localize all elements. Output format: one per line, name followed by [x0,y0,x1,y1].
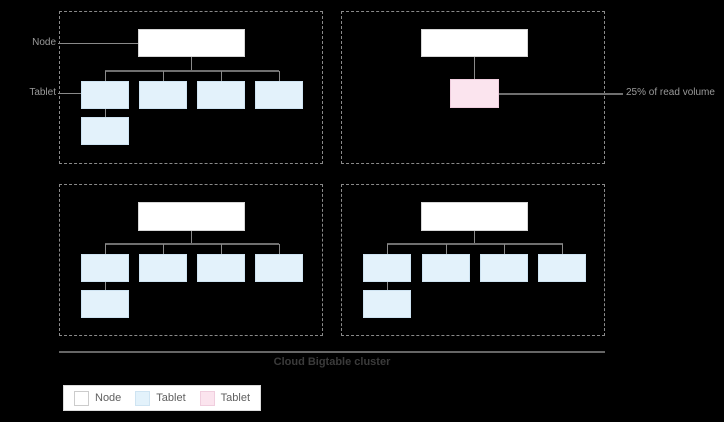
legend-swatch-tablet-icon [135,390,151,406]
connector-bus-bottom-left [105,243,279,245]
tablet-box-top-left-1[interactable] [81,81,129,109]
connector-drop-bottom-right-5 [387,282,388,291]
node-panel-bottom-left [59,184,323,336]
tablet-box-bottom-right-4[interactable] [538,254,586,282]
legend-item-hot-tablet: Tablet [199,390,251,406]
connector-drop-bottom-left-2 [163,244,164,255]
callout-label-node: Node [32,37,56,48]
connector-drop-top-left-5 [105,109,106,118]
callout-label-read-volume: 25% of read volume [626,87,715,98]
legend-label-node: Node [95,391,122,404]
legend-swatch-node-icon [74,390,89,406]
tablet-box-bottom-right-1[interactable] [363,254,411,282]
legend-item-node: Node [74,390,122,406]
connector-drop-bottom-left-3 [221,244,222,255]
connector-node-stem-top-left [191,57,192,71]
node-box-bottom-right[interactable] [421,202,528,231]
connector-drop-bottom-left-4 [279,244,280,255]
node-panel-bottom-right [341,184,605,336]
legend-label-hot-tablet: Tablet [220,391,251,404]
connector-drop-top-left-1 [105,71,106,82]
node-box-top-left[interactable] [138,29,245,57]
tablet-box-bottom-right-2[interactable] [422,254,470,282]
connector-node-stem-bottom-left [191,231,192,244]
legend-item-tablet: Tablet [135,390,186,406]
callout-label-tablet: Tablet [29,87,56,98]
connector-node-stem-top-right [474,57,475,79]
connector-drop-bottom-right-4 [562,244,563,255]
tablet-box-bottom-left-3[interactable] [197,254,245,282]
legend-swatch-hot-tablet-icon [199,390,215,406]
tablet-box-bottom-left-1[interactable] [81,254,129,282]
connector-node-stem-bottom-right [474,231,475,244]
node-panel-top-left [59,11,323,164]
connector-drop-bottom-right-3 [504,244,505,255]
cluster-divider [59,351,605,353]
connector-drop-bottom-right-2 [446,244,447,255]
tablet-box-bottom-left-2[interactable] [139,254,187,282]
tablet-box-top-left-5[interactable] [81,117,129,145]
connector-bus-top-left [105,70,279,72]
cluster-caption: Cloud Bigtable cluster [273,356,391,368]
tablet-box-bottom-left-4[interactable] [255,254,303,282]
legend: Node Tablet Tablet [63,385,262,411]
callout-leader-node [58,43,140,44]
connector-drop-top-left-4 [279,71,280,82]
connector-drop-bottom-left-5 [105,282,106,291]
node-box-bottom-left[interactable] [138,202,245,231]
connector-bus-bottom-right [387,243,563,245]
hot-tablet-box-top-right[interactable] [450,79,499,108]
legend-label-tablet: Tablet [156,391,186,404]
connector-drop-top-left-2 [163,71,164,82]
node-box-top-right[interactable] [421,29,528,57]
tablet-box-top-left-2[interactable] [139,81,187,109]
node-panel-top-right [341,11,605,164]
tablet-box-bottom-left-5[interactable] [81,290,129,318]
tablet-box-top-left-3[interactable] [197,81,245,109]
tablet-box-top-left-4[interactable] [255,81,303,109]
callout-leader-read-volume [499,93,623,95]
connector-drop-top-left-3 [221,71,222,82]
connector-drop-bottom-right-1 [387,244,388,255]
tablet-box-bottom-right-5[interactable] [363,290,411,318]
tablet-box-bottom-right-3[interactable] [480,254,528,282]
connector-drop-bottom-left-1 [105,244,106,255]
callout-leader-tablet [58,93,83,94]
